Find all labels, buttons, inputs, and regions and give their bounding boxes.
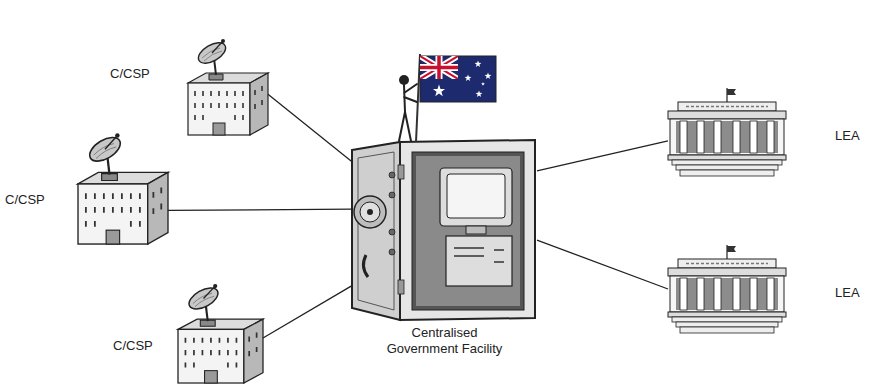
saltire-white (420, 56, 458, 79)
node-label: C/CSP (5, 192, 45, 208)
flag-star (481, 82, 485, 86)
computer-case (446, 236, 512, 286)
door-handle (363, 255, 368, 277)
node-label: Centralised Government Facility (377, 325, 512, 357)
flag-pole (416, 54, 420, 142)
node-label: C/CSP (113, 338, 153, 354)
carrier-node: C/CSP (78, 132, 168, 244)
computer-slots (454, 248, 504, 262)
door-bolt (389, 249, 395, 255)
connector-line (268, 94, 352, 162)
vault-frame (412, 152, 524, 310)
union-jack (420, 56, 458, 79)
door-bolt (389, 229, 395, 235)
monitor-screen (447, 174, 505, 218)
flag-star (465, 74, 472, 81)
flag-star (433, 85, 445, 97)
flag-star (476, 90, 483, 97)
node-label: C/CSP (110, 66, 150, 82)
carrier-building (178, 284, 263, 383)
connector-line (263, 286, 352, 338)
saltire-red (420, 56, 458, 79)
door-panel (358, 152, 394, 310)
door-bolt (389, 172, 395, 178)
computer-monitor (440, 168, 512, 226)
node-label: LEA (835, 128, 860, 144)
door-dial-knob (367, 209, 373, 215)
door-hinge (398, 165, 404, 179)
connector-line (168, 209, 352, 210)
agency-node: LEA (668, 88, 786, 176)
agency-building (668, 245, 786, 333)
door-dial (354, 196, 386, 228)
flag-star (475, 60, 482, 67)
vault-illustration (352, 140, 535, 320)
australian-flag (420, 56, 496, 102)
door-dial-inner (360, 202, 380, 222)
carrier-building (78, 133, 168, 244)
figure-head (399, 75, 409, 85)
vault-body (400, 140, 535, 320)
agency-building (668, 88, 786, 176)
facility-node: Centralised Government Facility (352, 140, 537, 322)
agency-node: LEA (668, 245, 786, 333)
vault-interior (416, 156, 520, 306)
carrier-node: C/CSP (188, 38, 268, 135)
flag-star (485, 72, 492, 79)
carrier-building (188, 39, 268, 135)
node-label: LEA (835, 285, 860, 301)
cross-red (420, 56, 458, 79)
connector-line (537, 141, 668, 171)
monitor-stand (466, 226, 486, 234)
connector-line (537, 240, 668, 289)
door-bolt (389, 192, 395, 198)
carrier-node: C/CSP (178, 283, 263, 383)
flag-bearer (399, 54, 496, 142)
vault-door (352, 142, 400, 320)
stick-figure (399, 84, 417, 141)
cross-white (420, 56, 458, 79)
door-hinge (398, 280, 404, 294)
